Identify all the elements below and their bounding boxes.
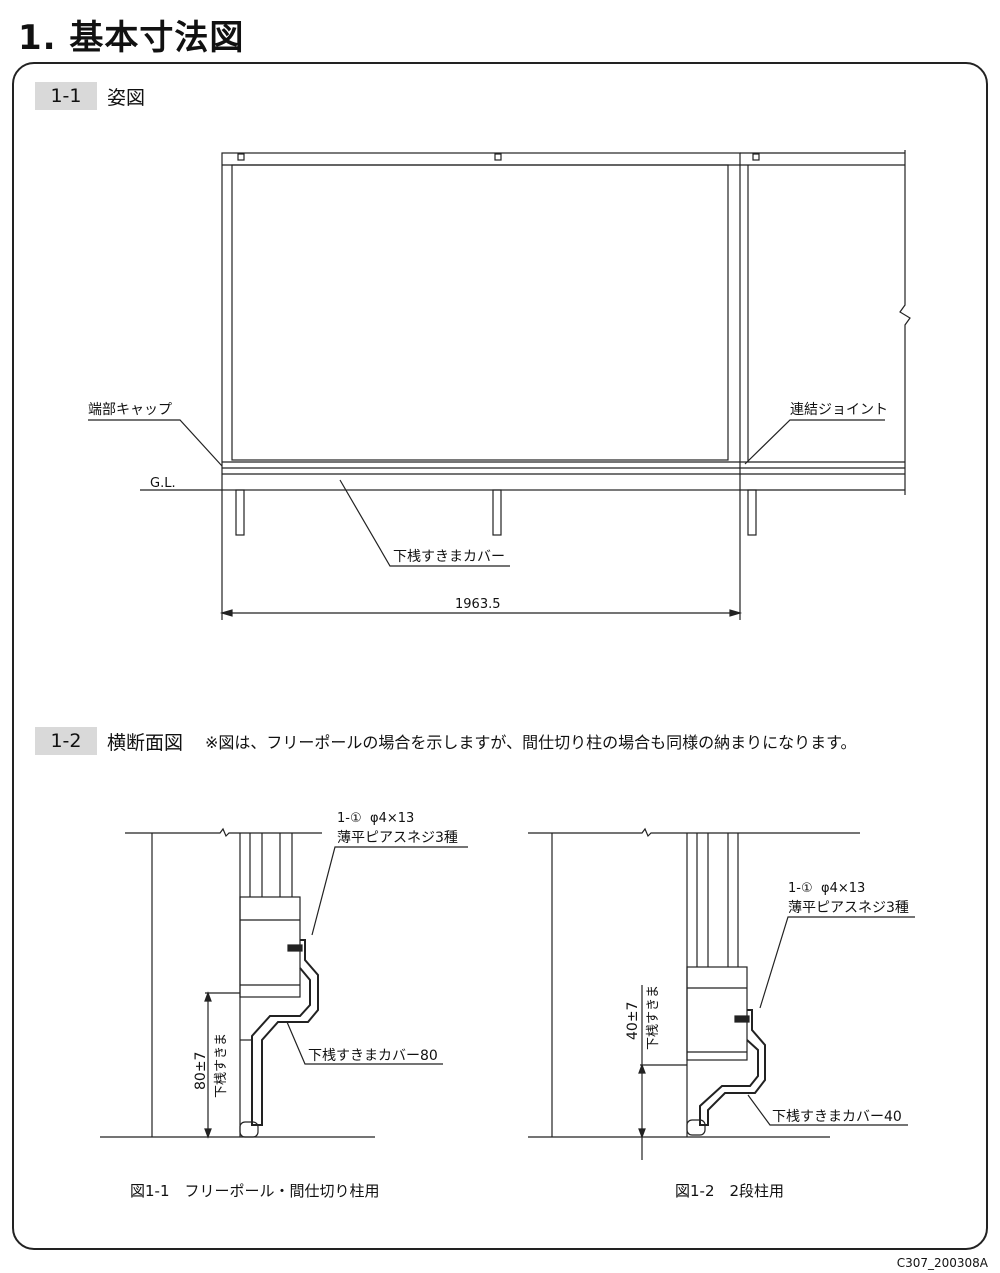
screw-ref: 1-① (788, 881, 813, 896)
gap-cover-40 (699, 1009, 766, 1126)
cover-label: 下桟すきまカバー40 (772, 1109, 902, 1125)
cover-label: 下桟すきまカバー80 (308, 1048, 438, 1064)
seal (686, 1119, 706, 1136)
screw-ref: 1-① (337, 811, 362, 826)
dimension-label: 40±7 (625, 1002, 641, 1040)
section-title: 横断面図 (107, 731, 184, 754)
seal (239, 1121, 259, 1138)
screw-size: φ4×13 (821, 881, 865, 896)
section-figure-2: 1-① φ4×13 薄平ピアスネジ3種 下桟すきまカバー40 40±7 下桟すき… (528, 827, 915, 1200)
screw-name: 薄平ピアスネジ3種 (337, 830, 458, 846)
post (235, 489, 245, 536)
screw-size: φ4×13 (370, 811, 414, 826)
label-joint: 連結ジョイント (790, 402, 888, 418)
panel-frame (221, 152, 741, 491)
section-1-header: 1-1 姿図 (35, 82, 145, 110)
dimension-width: 1963.5 (455, 597, 501, 612)
post (747, 489, 757, 536)
screw-icon (287, 944, 303, 952)
label-gl: G.L. (150, 476, 176, 491)
label-end-cap: 端部キャップ (88, 402, 172, 418)
gap-cover-80 (251, 939, 319, 1126)
section-number: 1-1 (35, 82, 97, 110)
content-frame (12, 62, 988, 1250)
screw-name: 薄平ピアスネジ3種 (788, 900, 909, 916)
dimension-caption: 下桟すきま (646, 985, 661, 1050)
dimension-label: 80±7 (193, 1052, 209, 1090)
figure-caption: 図1-2 2段柱用 (675, 1182, 784, 1200)
section-2-header: 1-2 横断面図 ※図は、フリーポールの場合を示しますが、間仕切り柱の場合も同様… (35, 727, 857, 755)
post (492, 489, 502, 536)
document-code: C307_200308A (896, 1256, 988, 1270)
screw-icon (734, 1015, 750, 1023)
figure-caption: 図1-1 フリーポール・間仕切り柱用 (130, 1182, 380, 1200)
dimension-caption: 下桟すきま (214, 1033, 229, 1098)
break-line (899, 150, 911, 495)
rail-profile (686, 966, 748, 1061)
panel-inner (231, 164, 729, 461)
section-figure-1: 1-① φ4×13 薄平ピアスネジ3種 下桟すきまカバー80 80±7 下桟すき… (100, 811, 468, 1200)
section-number: 1-2 (35, 727, 97, 755)
label-cover: 下桟すきまカバー (393, 549, 505, 565)
elevation-drawing: 端部キャップ 連結ジョイント G.L. 下桟すきまカバー 1963.5 (88, 150, 911, 620)
section-note: ※図は、フリーポールの場合を示しますが、間仕切り柱の場合も同様の納まりになります… (205, 733, 857, 752)
page-title: 1. 基本寸法図 (18, 18, 245, 58)
section-title: 姿図 (107, 86, 146, 109)
